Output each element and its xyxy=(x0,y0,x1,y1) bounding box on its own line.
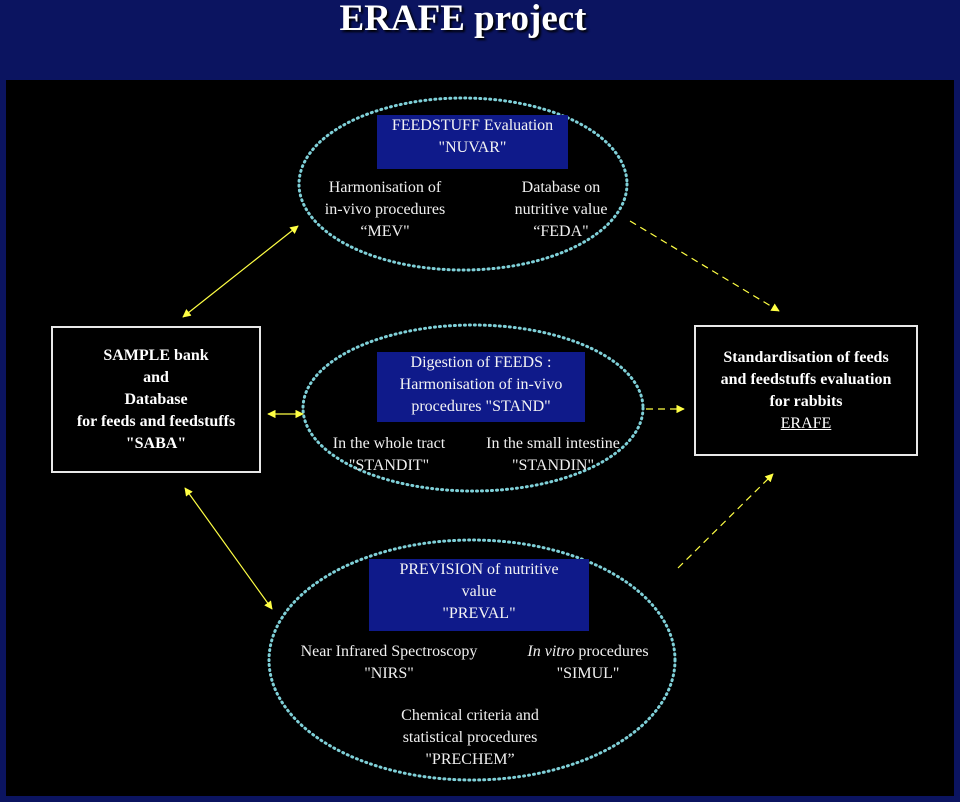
arrow-nuvar-erafe xyxy=(629,220,780,312)
simul-line: In vitro procedures xyxy=(510,641,666,663)
mev-label: Harmonisation of in-vivo procedures “MEV… xyxy=(306,177,464,243)
stand-header-line-3: procedures "STAND" xyxy=(411,398,551,415)
nuvar-header-line: FEEDSTUFF Evaluation xyxy=(391,117,554,134)
saba-box: SAMPLE bank and Database for feeds and f… xyxy=(51,326,261,473)
nirs-code: "NIRS" xyxy=(364,665,414,682)
standin-label: In the small intestine "STANDIN" xyxy=(472,433,634,477)
mev-code: “MEV" xyxy=(360,223,410,240)
saba-line-3: Database xyxy=(124,390,188,408)
nuvar-code: "NUVAR" xyxy=(438,139,507,156)
standin-line: In the small intestine xyxy=(486,435,620,452)
arrow-preval-erafe xyxy=(677,473,774,569)
saba-line-4: for feeds and feedstuffs xyxy=(76,412,236,430)
nuvar-header: FEEDSTUFF Evaluation "NUVAR" xyxy=(377,115,568,169)
erafe-box: Standardisation of feeds and feedstuffs … xyxy=(694,325,918,456)
stand-header-line-2: Harmonisation of in-vivo xyxy=(399,376,563,393)
arrow-saba-nuvar xyxy=(182,225,299,318)
erafe-link: ERAFE xyxy=(780,414,832,432)
mev-line-1: Harmonisation of xyxy=(328,179,442,196)
feedstuff-ellipse xyxy=(297,96,629,272)
arrow-saba-preval xyxy=(184,487,273,610)
prechem-line-2: statistical procedures xyxy=(402,729,538,746)
prechem-line-1: Chemical criteria and xyxy=(401,707,539,724)
nirs-line: Near Infrared Spectroscopy xyxy=(300,643,478,660)
feda-line-1: Database on xyxy=(521,179,601,196)
preval-header-line-2: value xyxy=(461,583,497,600)
feda-line-2: nutritive value xyxy=(514,201,608,218)
feda-label: Database on nutritive value “FEDA" xyxy=(482,177,640,243)
standit-label: In the whole tract "STANDIT" xyxy=(316,433,462,477)
slide-title: ERAFE project xyxy=(339,0,587,39)
prechem-code: "PRECHEM” xyxy=(425,751,515,768)
saba-code: "SABA" xyxy=(125,434,187,452)
standin-code: "STANDIN" xyxy=(512,457,594,474)
erafe-line-3: for rabbits xyxy=(769,392,843,410)
preval-header: PREVISION of nutritive value "PREVAL" xyxy=(369,559,589,631)
simul-rest: procedures xyxy=(574,643,649,660)
nirs-label: Near Infrared Spectroscopy "NIRS" xyxy=(282,641,496,685)
prechem-label: Chemical criteria and statistical proced… xyxy=(380,705,560,771)
prevision-ellipse xyxy=(267,538,677,782)
preval-code: "PREVAL" xyxy=(442,605,516,622)
stand-header: Digestion of FEEDS : Harmonisation of in… xyxy=(377,352,585,422)
standit-code: "STANDIT" xyxy=(348,457,430,474)
stand-header-line-1: Digestion of FEEDS : xyxy=(410,354,552,371)
diagram-panel xyxy=(6,80,954,796)
erafe-line-2: and feedstuffs evaluation xyxy=(720,370,892,388)
feda-code: “FEDA" xyxy=(533,223,589,240)
simul-italic: In vitro xyxy=(527,643,575,660)
simul-code: "SIMUL" xyxy=(556,665,620,682)
preval-header-line-1: PREVISION of nutritive xyxy=(399,561,559,578)
digestion-ellipse xyxy=(301,323,645,493)
saba-line-1: SAMPLE bank xyxy=(103,346,209,364)
mev-line-2: in-vivo procedures xyxy=(324,201,446,218)
simul-label: In vitro procedures "SIMUL" xyxy=(510,641,666,685)
saba-line-2: and xyxy=(143,368,169,386)
standit-line: In the whole tract xyxy=(332,435,446,452)
erafe-line-1: Standardisation of feeds xyxy=(723,348,889,366)
